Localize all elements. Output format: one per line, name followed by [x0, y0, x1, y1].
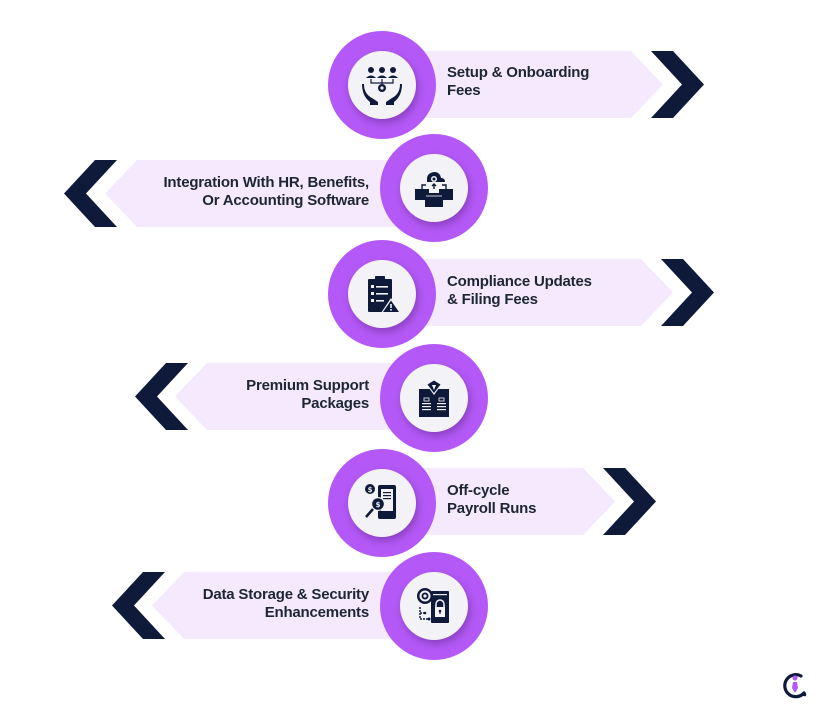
- brand-logo-icon: [781, 671, 809, 699]
- step-2-label: Integration With HR, Benefits, Or Accoun…: [163, 174, 369, 209]
- cloud-integration-icon: [400, 154, 468, 222]
- chevron-left-icon: [112, 572, 165, 639]
- step-6-label: Data Storage & Security Enhancements: [202, 586, 369, 621]
- step-5-band: [382, 468, 615, 535]
- clipboard-warning-icon: [348, 260, 416, 328]
- step-3-band: [382, 259, 673, 326]
- step-5-label: Off-cycle Payroll Runs: [447, 482, 537, 517]
- step-3-label: Compliance Updates & Filing Fees: [447, 273, 592, 308]
- step-3-circle: [328, 240, 436, 348]
- step-1-label: Setup & Onboarding Fees: [447, 64, 590, 99]
- mobile-dollar-search-icon: $ $: [348, 469, 416, 537]
- chevron-left-icon: [64, 160, 117, 227]
- step-4-circle: [380, 344, 488, 452]
- diamond-package-icon: [400, 364, 468, 432]
- chevron-left-icon: [135, 363, 188, 430]
- chevron-right-icon: [651, 51, 704, 118]
- step-1-circle: [328, 31, 436, 139]
- step-1-band: [382, 51, 663, 118]
- gear-lock-icon: [400, 572, 468, 640]
- step-6-band: [152, 572, 435, 639]
- step-4-band: [175, 363, 435, 430]
- step-5-circle: $ $: [328, 449, 436, 557]
- hands-team-gear-icon: [348, 51, 416, 119]
- chevron-right-icon: [661, 259, 714, 326]
- step-2-circle: [380, 134, 488, 242]
- svg-text:$: $: [368, 486, 373, 494]
- step-2-band: [105, 160, 435, 227]
- step-4-label: Premium Support Packages: [246, 377, 369, 412]
- chevron-right-icon: [603, 468, 656, 535]
- svg-text:$: $: [376, 501, 381, 509]
- step-6-circle: [380, 552, 488, 660]
